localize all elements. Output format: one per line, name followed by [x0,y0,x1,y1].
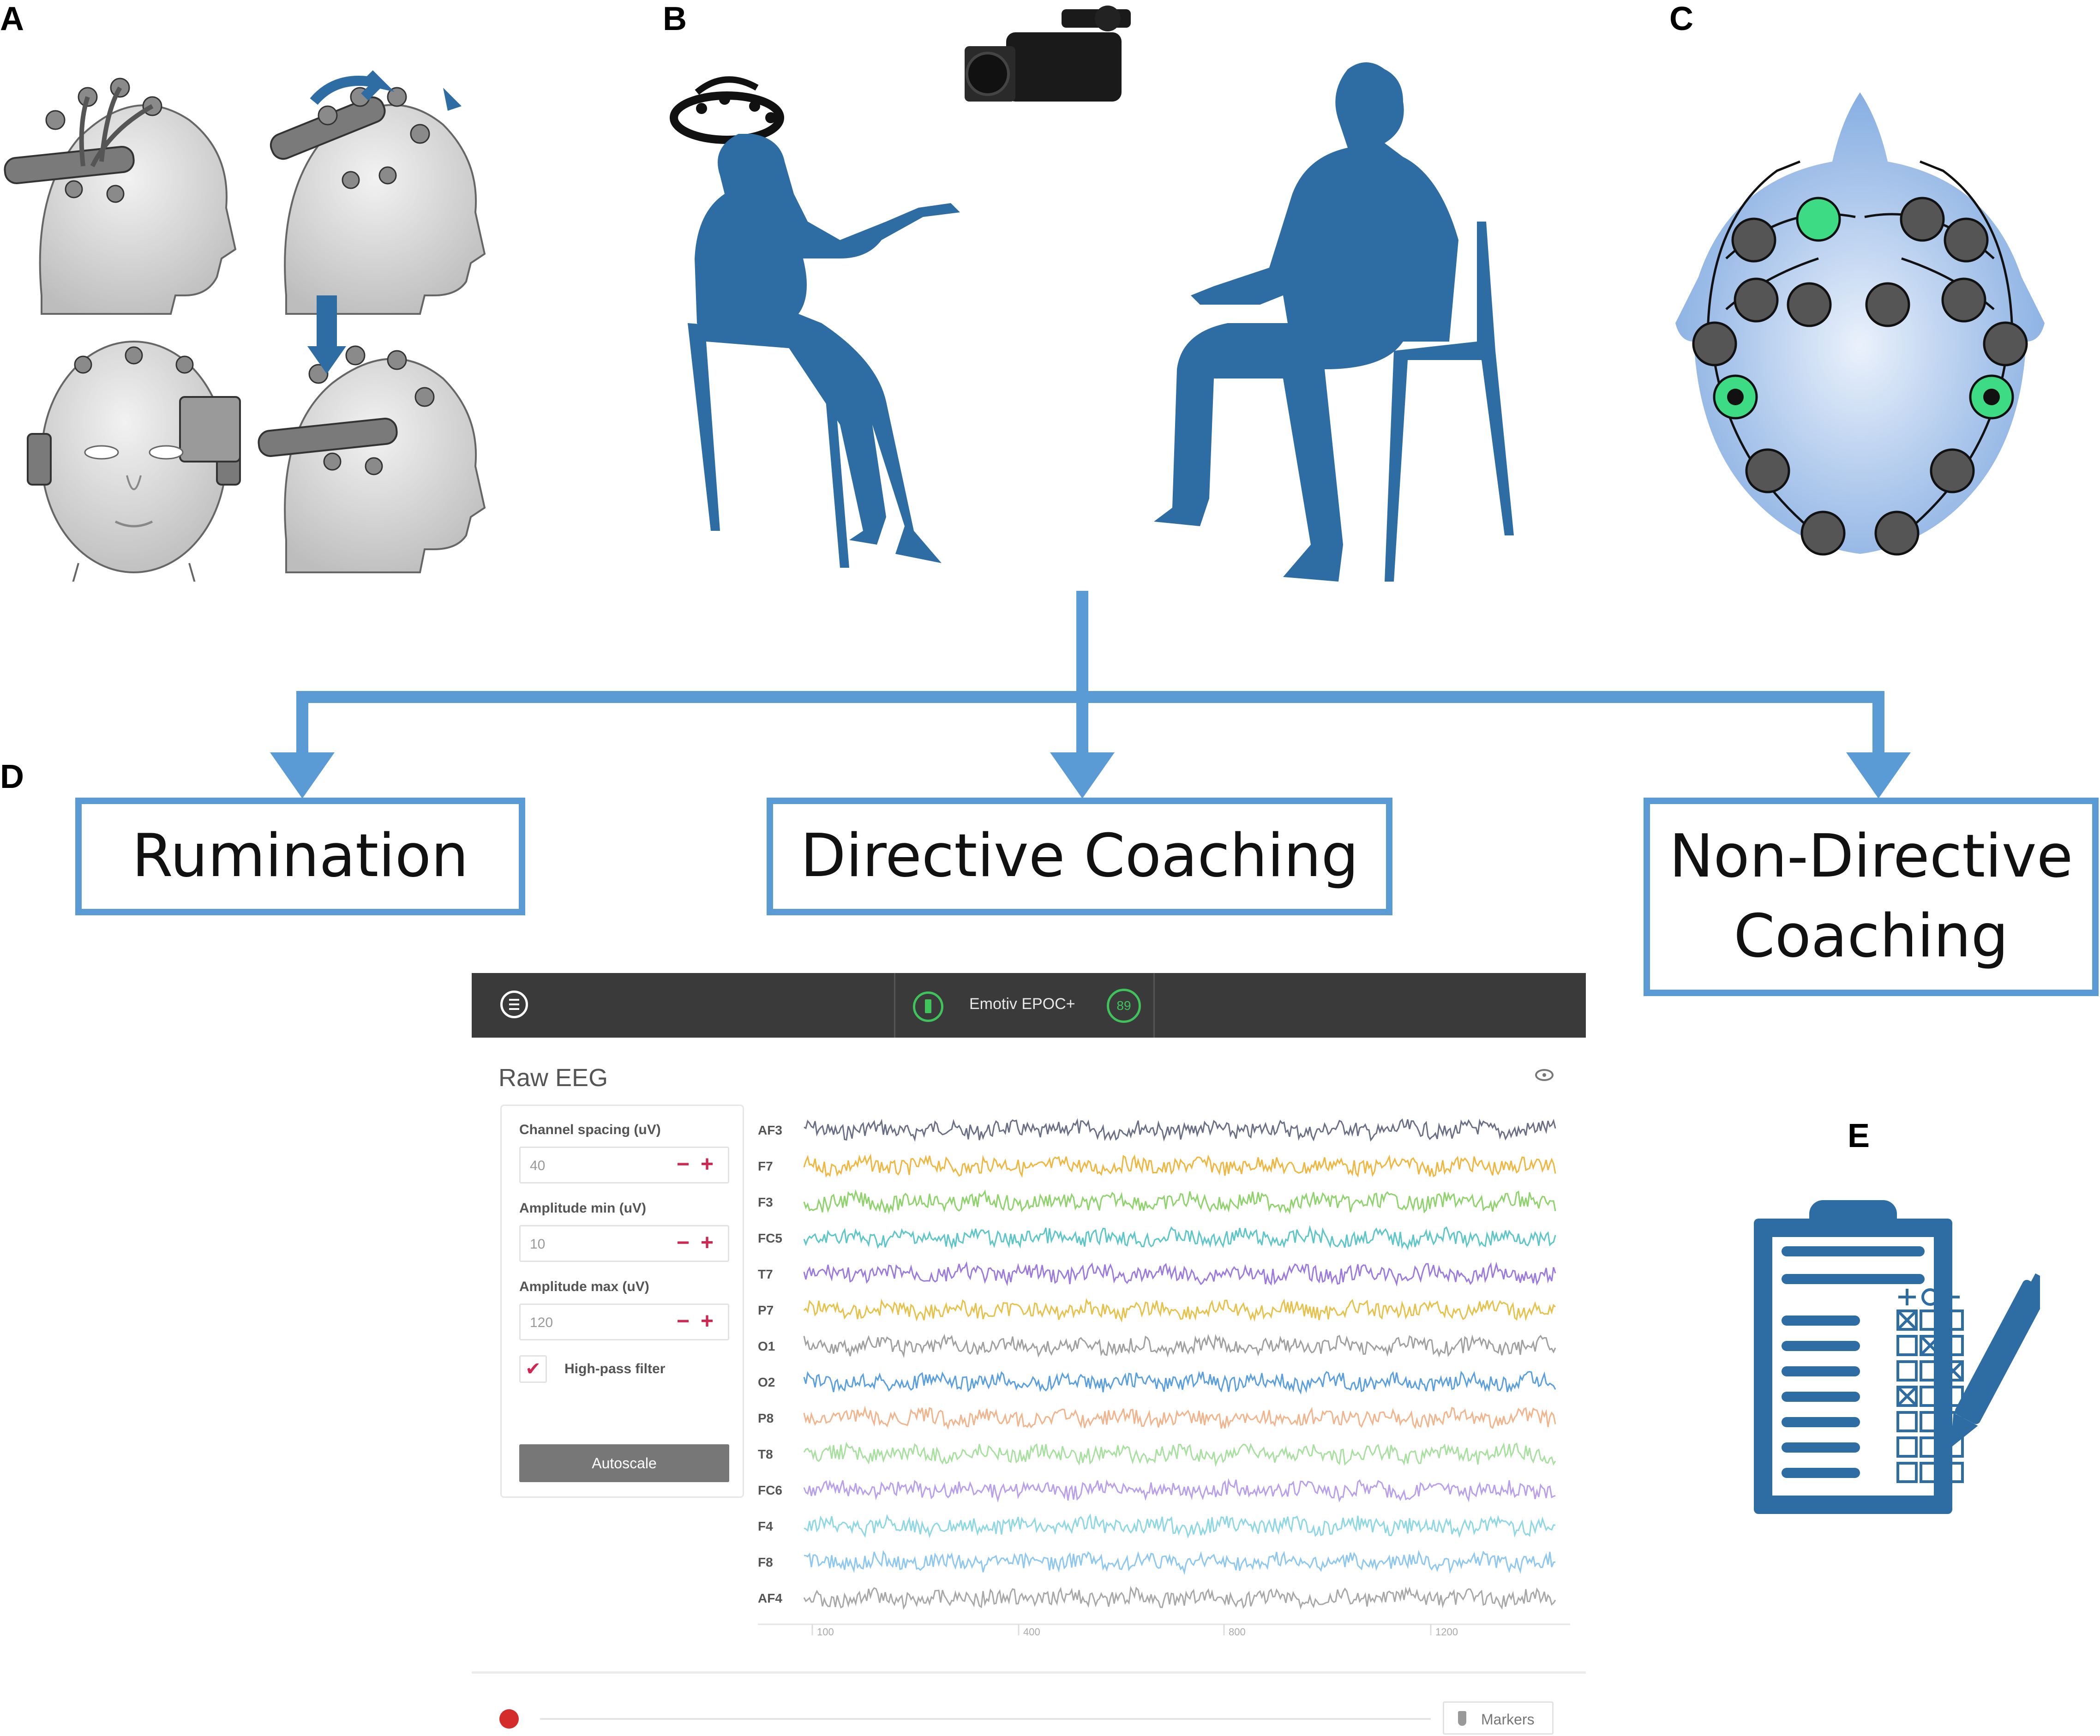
app-top-bar: Emotiv EPOC+ 89 [472,973,1586,1038]
channel-spacing-input[interactable]: 40 − + [519,1147,729,1183]
x-tick-label: 1200 [1435,1626,1458,1638]
amplitude-max-increment-button[interactable]: + [701,1309,714,1334]
eeg-trace-f4 [804,1513,1556,1539]
channel-spacing-value: 40 [530,1158,546,1173]
eeg-trace-t7 [803,1261,1556,1287]
amplitude-max-input[interactable]: 120 − + [519,1304,729,1340]
eeg-app-window: Emotiv EPOC+ 89 Raw EEG Channel spacing … [472,973,1586,1736]
directive-coaching-box: Directive Coaching [767,798,1392,915]
channel-label-af4: AF4 [758,1591,782,1605]
menu-icon[interactable] [500,991,528,1018]
panel-label-a: A [0,0,24,37]
rumination-condition-box: Rumination [75,798,525,915]
channel-label-p7: P7 [758,1303,774,1317]
x-tick-label: 400 [1023,1626,1040,1638]
high-pass-filter-checkbox[interactable]: ✔ [519,1355,547,1383]
eeg-trace-t8 [803,1442,1556,1467]
amplitude-max-value: 120 [530,1315,553,1330]
channel-label-fc5: FC5 [758,1231,782,1245]
rumination-label: Rumination [132,822,469,891]
eeg-headset-icon [670,76,784,144]
marker-icon [1458,1711,1466,1726]
eeg-trace-f3 [803,1189,1556,1214]
eeg-trace-o1 [803,1334,1556,1358]
condition-branch-arrows [270,591,1911,799]
eeg-settings-panel: Channel spacing (uV) 40 − + Amplitude mi… [500,1105,744,1498]
timeline-scrubber[interactable] [540,1718,1431,1720]
coaching-scene-illustration [670,6,1514,582]
markers-label: Markers [1481,1711,1535,1728]
channel-label-t7: T7 [758,1267,773,1281]
participant-silhouette [688,134,960,568]
eeg-trace-o2 [803,1370,1556,1395]
x-tick-label: 800 [1229,1626,1246,1638]
amplitude-min-label: Amplitude min (uV) [519,1201,646,1216]
panel-label-e: E [1848,1117,1870,1154]
eeg-trace-p8 [803,1406,1556,1430]
channel-label-f7: F7 [758,1159,773,1173]
non-directive-coaching-box: Non-Directive Coaching [1644,798,2099,996]
autoscale-button[interactable]: Autoscale [519,1444,729,1482]
signal-quality-badge: 89 [1107,989,1141,1023]
directive-coaching-label: Directive Coaching [800,822,1359,891]
channel-spacing-increment-button[interactable]: + [701,1152,714,1177]
eeg-trace-fc6 [803,1478,1556,1503]
visibility-eye-icon[interactable] [1535,1069,1554,1081]
questionnaire-clipboard-icon [1754,1200,2040,1514]
head-side-1 [4,78,237,315]
channel-label-af3: AF3 [758,1123,782,1137]
panel-label-c: C [1669,0,1693,37]
device-name: Emotiv EPOC+ [969,995,1075,1013]
eeg-trace-p7 [803,1297,1556,1323]
eeg-trace-af3 [804,1118,1556,1142]
channel-label-f4: F4 [758,1519,773,1533]
eeg-trace-f8 [804,1550,1556,1575]
channel-label-f3: F3 [758,1195,773,1209]
markers-button[interactable]: Markers [1443,1701,1554,1735]
eeg-trace-af4 [803,1586,1556,1610]
channel-label-t8: T8 [758,1447,773,1461]
amplitude-max-decrement-button[interactable]: − [677,1309,690,1334]
headset-fitting-illustration [4,70,486,582]
electrode-head-map [1675,92,2045,556]
recording-bar: Markers [472,1671,1586,1736]
head-front [27,341,241,582]
amplitude-min-increment-button[interactable]: + [701,1231,714,1255]
x-tick-label: 100 [817,1626,834,1638]
non-directive-label-line1: Non-Directive [1669,822,2073,891]
non-directive-label-line2: Coaching [1734,902,2009,971]
head-side-2 [270,70,486,315]
video-camera-icon [965,6,1131,102]
battery-icon [913,991,943,1022]
channel-label-o2: O2 [758,1375,775,1389]
channel-spacing-label: Channel spacing (uV) [519,1122,661,1137]
record-button[interactable] [499,1709,519,1729]
channel-spacing-decrement-button[interactable]: − [677,1152,690,1177]
channel-label-f8: F8 [758,1555,773,1569]
eeg-trace-fc5 [803,1225,1556,1250]
amplitude-min-value: 10 [530,1237,546,1252]
amplitude-min-decrement-button[interactable]: − [677,1231,690,1255]
panel-label-d: D [0,758,24,795]
channel-label-fc6: FC6 [758,1483,782,1497]
high-pass-filter-label: High-pass filter [564,1361,666,1376]
panel-label-b: B [663,0,687,37]
device-status[interactable]: Emotiv EPOC+ 89 [894,973,1155,1038]
page-title: Raw EEG [498,1064,608,1092]
coach-silhouette [1154,62,1514,582]
amplitude-max-label: Amplitude max (uV) [519,1279,649,1294]
channel-label-p8: P8 [758,1411,774,1425]
head-side-3 [258,295,486,573]
eeg-trace-f7 [803,1153,1556,1178]
channel-label-o1: O1 [758,1339,775,1353]
amplitude-min-input[interactable]: 10 − + [519,1225,729,1262]
